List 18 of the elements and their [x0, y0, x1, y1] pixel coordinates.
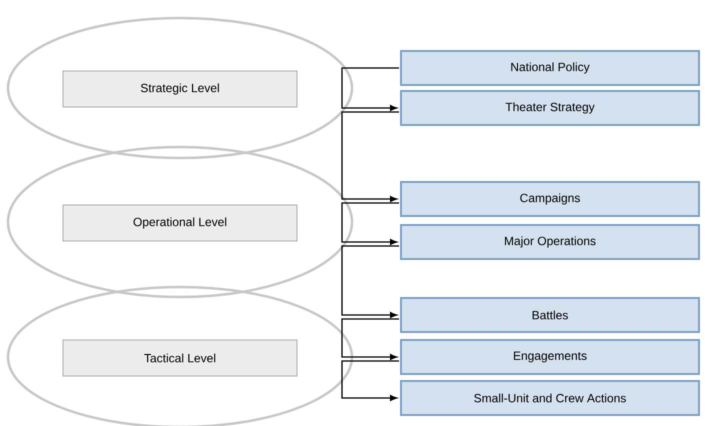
category-box: Theater Strategy: [400, 90, 700, 126]
level-box: Tactical Level: [62, 340, 298, 376]
connector-arrow: [341, 360, 399, 401]
connector-arrow: [341, 111, 399, 202]
category-box: Battles: [400, 297, 700, 333]
connector-arrow: [341, 202, 399, 245]
level-ellipse: [6, 146, 354, 298]
category-box: Engagements: [400, 339, 700, 375]
connector-arrow: [341, 318, 399, 360]
level-box: Strategic Level: [62, 70, 298, 108]
category-box: Small-Unit and Crew Actions: [400, 380, 700, 416]
category-box: Campaigns: [400, 181, 700, 217]
level-ellipse: [6, 16, 354, 160]
category-box: National Policy: [400, 50, 700, 86]
connector-arrow: [341, 245, 399, 318]
level-box: Operational Level: [62, 204, 298, 242]
connector-arrow: [341, 67, 399, 111]
category-box: Major Operations: [400, 224, 700, 260]
